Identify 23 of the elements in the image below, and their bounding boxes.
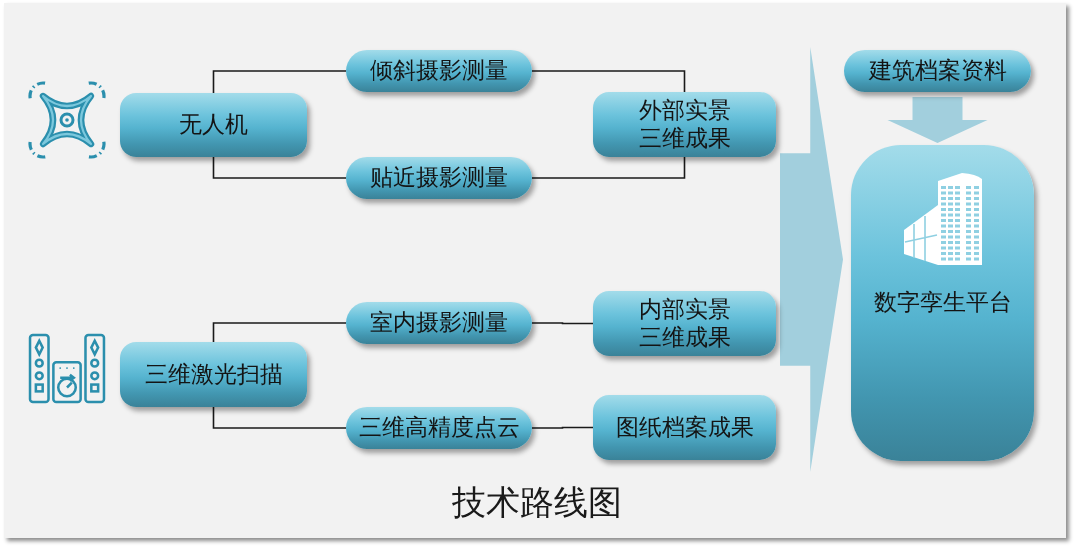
pill-box: 贴近摄影测量 [346, 157, 532, 199]
pill-box: 三维高精度点云 [346, 407, 532, 449]
caption: 技术路线图 [452, 483, 622, 523]
pill-box: 室内摄影测量 [346, 302, 532, 344]
block-arrow [780, 47, 843, 472]
connector-line [531, 322, 594, 325]
connector-line [212, 406, 347, 429]
platform-label: 数字孪生平台 [873, 289, 1012, 317]
platform-box [851, 145, 1034, 461]
rounded-box: 无人机 [120, 93, 307, 157]
rounded-box: 三维激光扫描 [120, 342, 307, 407]
block-arrow [887, 97, 988, 143]
connector-line [531, 426, 594, 429]
rounded-box: 图纸档案成果 [593, 395, 776, 460]
pill-box: 建筑档案资料 [844, 50, 1031, 92]
connector-line [531, 156, 686, 179]
connector-line [212, 156, 347, 179]
pill-box: 倾斜摄影测量 [346, 50, 532, 92]
rounded-box: 内部实景三维成果 [593, 291, 776, 356]
connector-line [212, 70, 347, 94]
rounded-box: 外部实景三维成果 [593, 92, 776, 157]
connector-line [531, 70, 686, 93]
connector-line [212, 322, 347, 343]
